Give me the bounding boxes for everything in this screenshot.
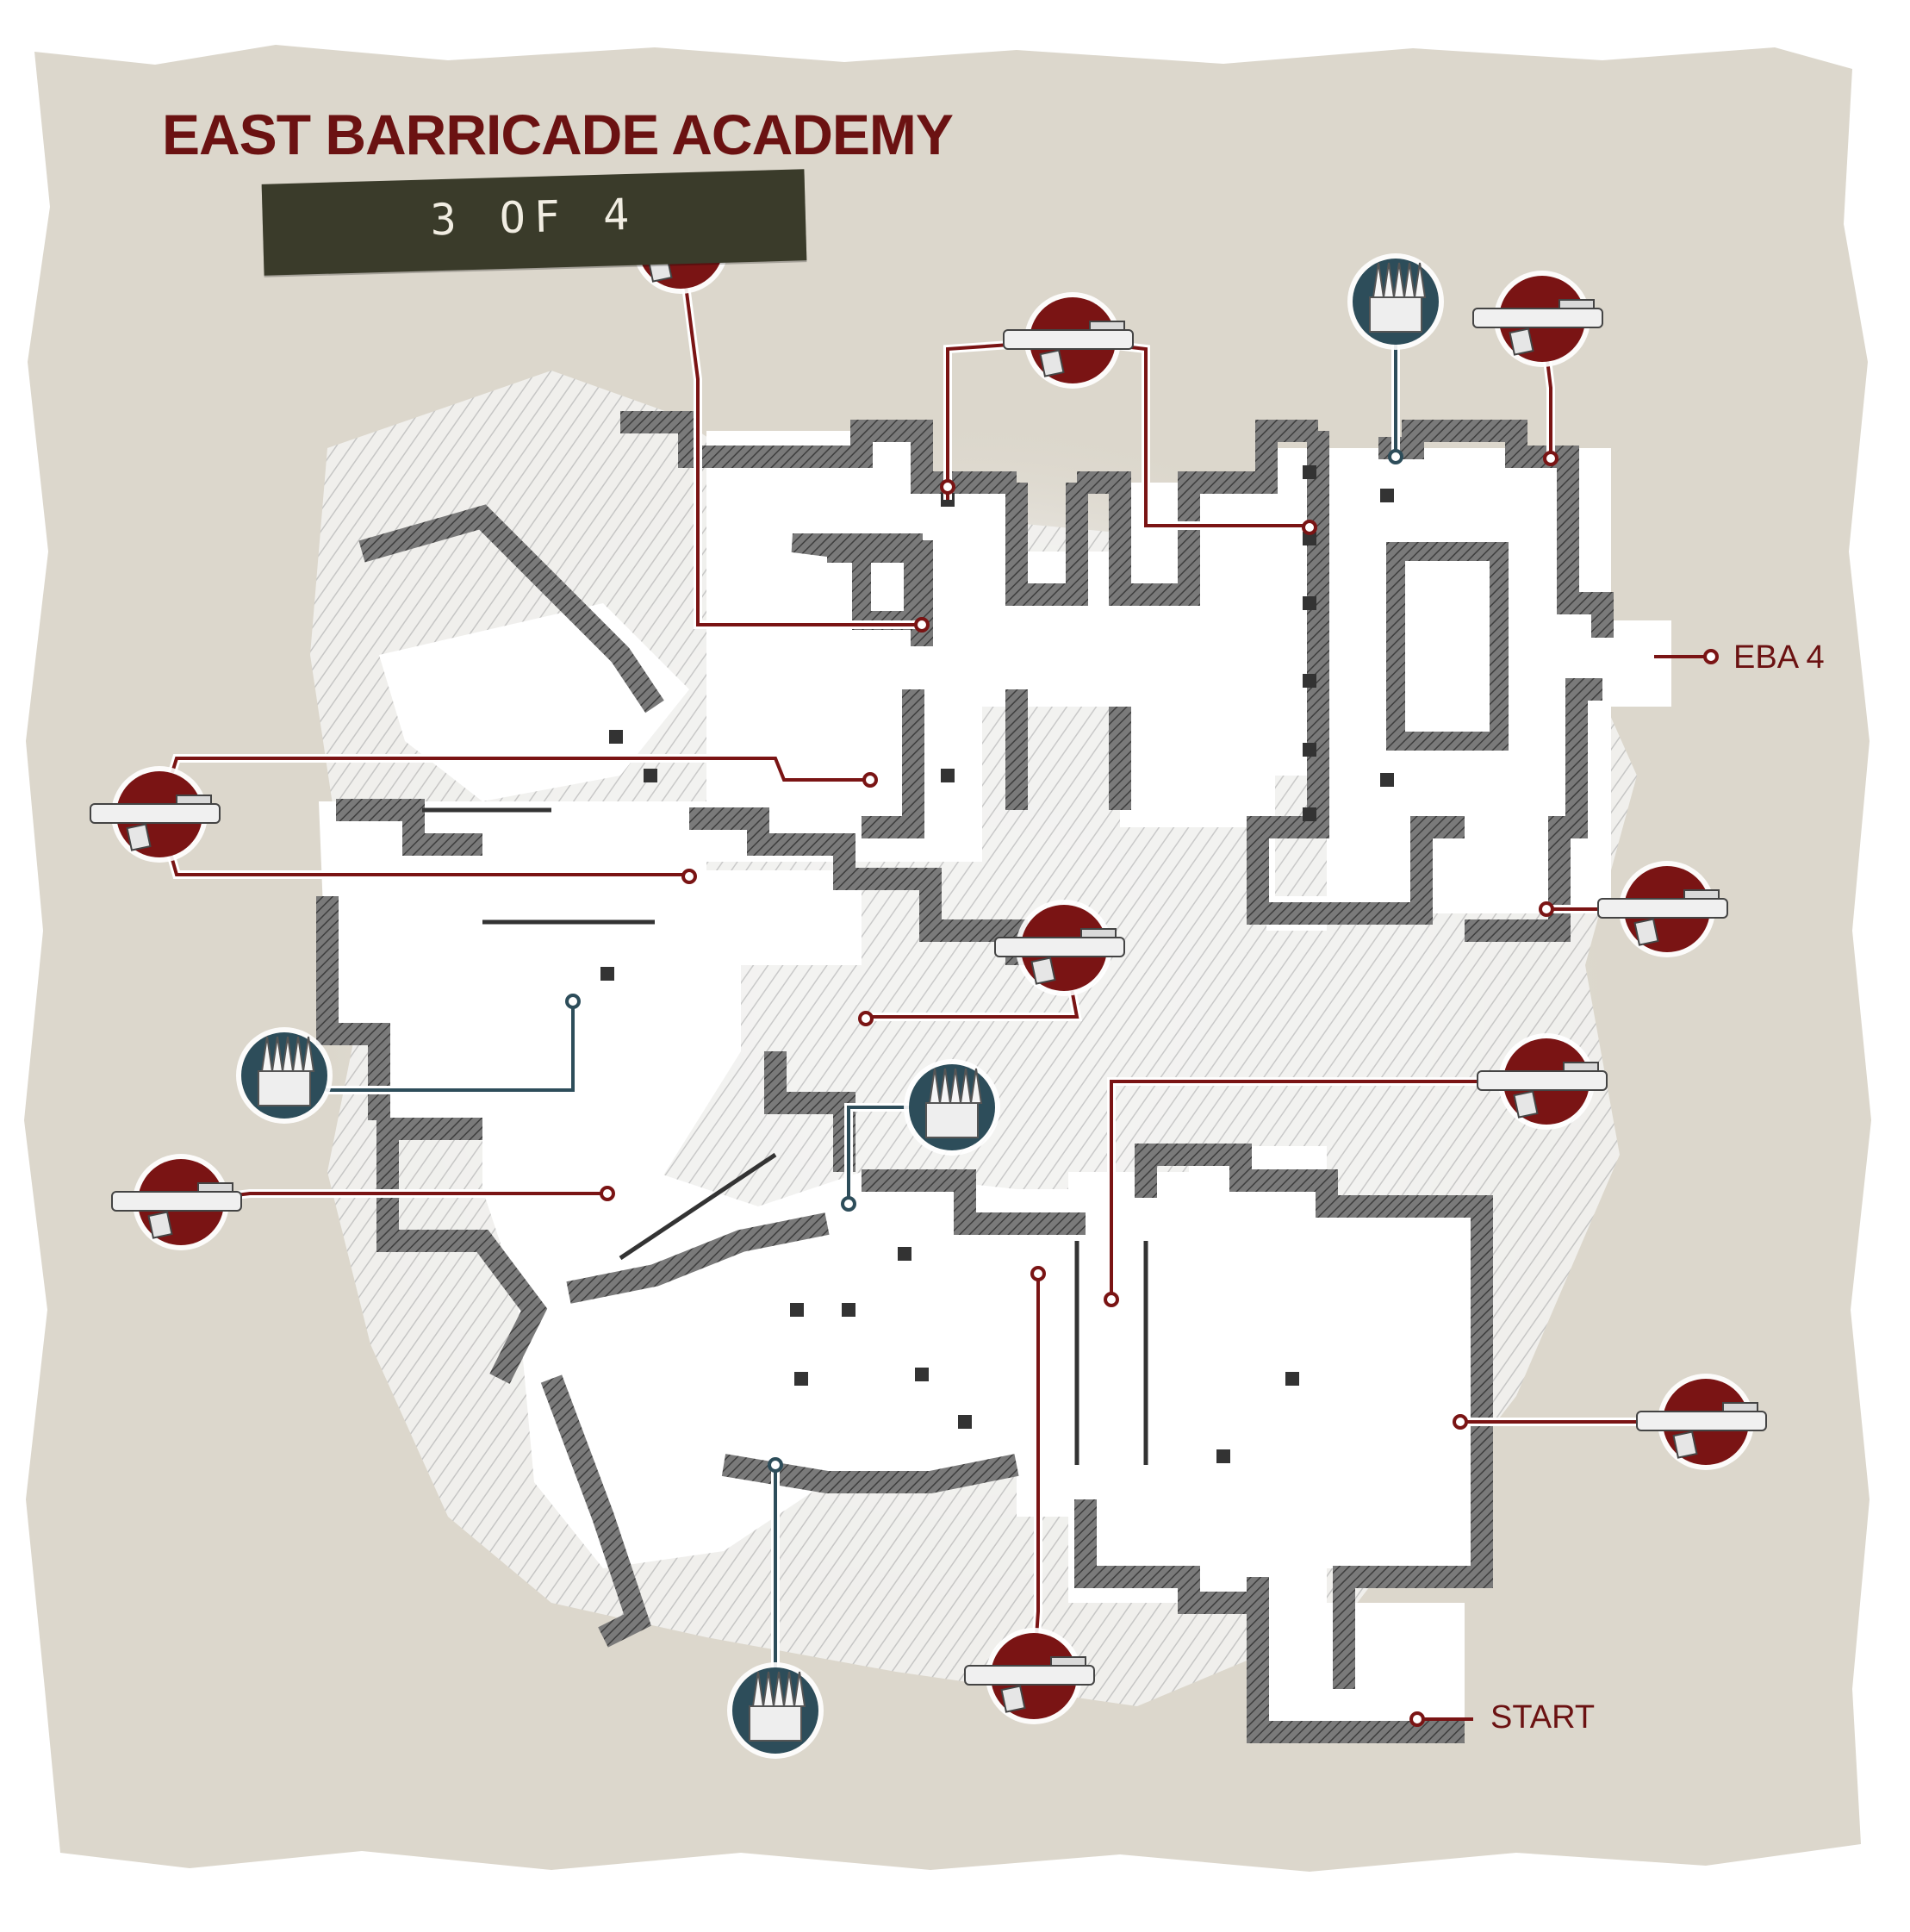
ammo-pickup-west — [236, 1027, 333, 1124]
ammo-crate-icon — [1369, 262, 1427, 333]
lancer-rifle-pickup-southeast — [1636, 1374, 1767, 1470]
ammo-pickup-center — [904, 1059, 1000, 1156]
pillar — [600, 967, 614, 981]
gnasher-shotgun-icon — [1477, 1062, 1608, 1119]
lancer-rifle-icon — [1636, 1402, 1767, 1459]
location-dot — [1453, 1414, 1468, 1430]
exit-label-eba4: EBA 4 — [1733, 639, 1825, 676]
pillars — [600, 465, 1394, 1463]
hammerburst-rifle-icon — [1597, 889, 1728, 946]
location-dot — [1388, 449, 1403, 464]
location-dot — [1302, 520, 1317, 535]
boltok-pistol-icon — [1003, 321, 1134, 377]
map-title: EAST BARRICADE ACADEMY — [162, 103, 954, 166]
torque-bow-icon — [1472, 299, 1603, 356]
location-dot — [914, 617, 930, 633]
page-indicator: 3 OF 4 — [429, 189, 638, 246]
pillar — [1380, 773, 1394, 787]
hammerburst-rifle-icon — [964, 1656, 1095, 1713]
location-dot — [1543, 451, 1558, 466]
pillar — [1303, 743, 1316, 757]
pillar — [1216, 1449, 1230, 1463]
pillar — [941, 769, 955, 782]
ammo-crate-icon — [749, 1671, 806, 1742]
location-dot — [681, 869, 697, 884]
ammo-crate-icon — [925, 1068, 983, 1138]
pillar — [609, 730, 623, 744]
hammerburst-pickup-east — [1597, 861, 1728, 957]
torque-bow-icon — [994, 928, 1125, 985]
page-indicator-banner: 3 OF 4 — [261, 169, 807, 276]
pillar — [1380, 489, 1394, 502]
pillar — [1285, 1372, 1299, 1386]
pillar — [842, 1303, 855, 1317]
hammerburst-pickup-south — [964, 1628, 1095, 1724]
exit-leaders — [1409, 649, 1719, 1727]
location-dot — [1030, 1266, 1046, 1281]
pillar — [1303, 596, 1316, 610]
torque-bow-pickup-ne — [1472, 271, 1603, 367]
leader-line — [679, 245, 922, 626]
location-dot — [1539, 901, 1554, 917]
location-dot — [600, 1186, 615, 1201]
exit-label-start: START — [1490, 1699, 1596, 1736]
pillar — [790, 1303, 804, 1317]
pillar — [1303, 674, 1316, 688]
location-dot — [862, 772, 878, 788]
torque-bow-pickup-center — [994, 900, 1125, 996]
ammo-pickup-south — [727, 1662, 824, 1759]
location-dot — [940, 479, 955, 495]
location-dot — [768, 1457, 783, 1473]
location-dot — [1104, 1292, 1119, 1307]
location-dot — [841, 1196, 856, 1212]
lancer-rifle-icon — [111, 1182, 242, 1239]
pillar — [1303, 807, 1316, 821]
location-dot — [858, 1011, 874, 1026]
pillar — [794, 1372, 808, 1386]
lancer-rifle-icon — [90, 795, 221, 851]
pillar — [915, 1368, 929, 1381]
pillar — [898, 1247, 911, 1261]
lancer-rifle-pickup-west-upper — [90, 766, 221, 863]
pillar — [1303, 465, 1316, 479]
location-dot — [565, 994, 581, 1009]
lancer-rifle-pickup-west-lower — [111, 1154, 242, 1250]
ammo-pickup-north — [1347, 253, 1444, 350]
boltok-pistol-pickup — [1003, 292, 1134, 389]
pillar — [1303, 532, 1316, 545]
ammo-crate-icon — [258, 1036, 315, 1106]
gnasher-shotgun-pickup-east — [1477, 1033, 1608, 1130]
pillar — [958, 1415, 972, 1429]
pillar — [644, 769, 657, 782]
window-lines — [422, 807, 1148, 1465]
